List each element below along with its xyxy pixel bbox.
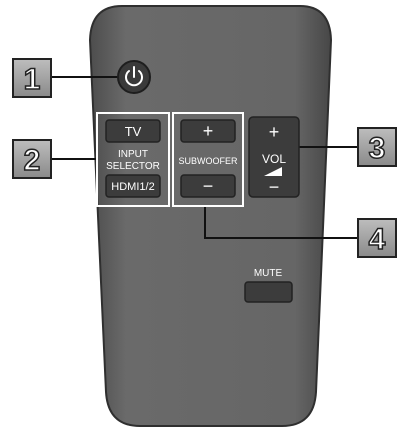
remote-body (88, 5, 333, 427)
callout-1: 1 (12, 58, 118, 98)
subwoofer-plus-button[interactable]: + (180, 119, 236, 143)
input-selector-label-line1: INPUT (118, 149, 148, 160)
volume-minus-label: − (269, 177, 280, 197)
volume-label: VOL (262, 152, 286, 166)
input-selector-group (96, 112, 170, 207)
mute-button[interactable] (244, 281, 293, 303)
power-icon (125, 66, 143, 87)
volume-plus-label: + (269, 122, 280, 142)
hdmi-button[interactable]: HDMI1/2 (105, 174, 161, 198)
input-selector-label-line2: SELECTOR (106, 161, 160, 172)
callout-1-number: 1 (24, 63, 41, 96)
subwoofer-group (172, 112, 244, 207)
volume-button[interactable]: + VOL − (248, 116, 300, 198)
callout-3: 3 (298, 127, 397, 167)
callout-2-number: 2 (24, 144, 41, 177)
callout-2: 2 (12, 139, 97, 179)
subwoofer-label: SUBWOOFER (178, 156, 238, 166)
mute-label: MUTE (254, 268, 283, 279)
tv-button[interactable]: TV (105, 119, 161, 143)
power-button[interactable] (117, 60, 151, 94)
callout-3-number: 3 (369, 132, 386, 165)
subwoofer-minus-label: − (203, 176, 214, 196)
subwoofer-minus-button[interactable]: − (180, 174, 236, 198)
volume-ramp-icon (264, 167, 282, 176)
tv-button-label: TV (125, 124, 142, 139)
subwoofer-plus-label: + (203, 121, 214, 141)
callout-4: 4 (204, 206, 397, 258)
hdmi-button-label: HDMI1/2 (111, 181, 154, 193)
callout-4-number: 4 (369, 223, 386, 256)
